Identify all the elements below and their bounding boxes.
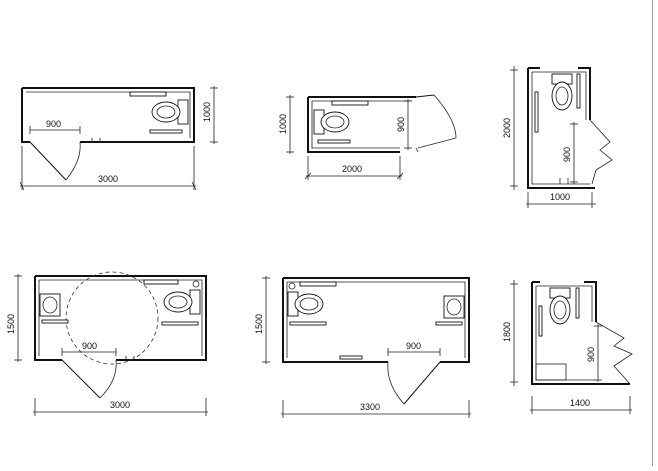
plan-e-width-dim: 3300 bbox=[360, 402, 380, 412]
plan-c-door-swing bbox=[589, 119, 613, 185]
plan-d-rail-right bbox=[161, 321, 199, 326]
plan-e-bench bbox=[339, 355, 363, 360]
plan-c-toilet-icon bbox=[551, 73, 573, 111]
plan-b-width-dim: 2000 bbox=[342, 164, 362, 174]
plan-b-door-swing bbox=[417, 94, 457, 149]
plan-f-toilet-icon bbox=[549, 287, 571, 325]
plan-f-depth-dim: 1800 bbox=[502, 322, 512, 342]
plan-b-rail bbox=[317, 139, 351, 144]
plan-d: 900 1500 3000 bbox=[6, 271, 208, 416]
plan-d-door-dim: 900 bbox=[82, 341, 97, 351]
plan-f-walls bbox=[531, 282, 630, 385]
plan-f-width-dim: 1400 bbox=[570, 398, 590, 408]
plan-d-rail-left bbox=[41, 319, 69, 324]
plan-e-door-dim: 900 bbox=[406, 341, 421, 351]
plan-c-rail bbox=[534, 91, 539, 133]
plan-a-walls bbox=[22, 87, 195, 143]
plan-b-walls bbox=[307, 97, 400, 153]
plan-d-flush-icon bbox=[192, 280, 200, 288]
plan-a-door-swing bbox=[65, 141, 81, 181]
plan-c-walls bbox=[527, 68, 595, 189]
plan-e-depth-dim: 1500 bbox=[254, 314, 264, 334]
plan-c-depth-dim: 2000 bbox=[502, 118, 512, 138]
plan-a: 900 3000 1000 bbox=[19, 86, 218, 191]
plan-e-rail-right bbox=[435, 321, 463, 326]
plan-e-door-swing bbox=[387, 361, 405, 405]
plan-d-turning-circle bbox=[65, 271, 159, 365]
plan-f-basin-counter bbox=[535, 363, 567, 381]
plan-b-grab-bar bbox=[331, 100, 369, 106]
plan-c: 900 2000 1000 bbox=[502, 66, 613, 208]
plan-f: 900 1800 1400 bbox=[502, 280, 633, 414]
plan-b-toilet-icon bbox=[313, 109, 350, 135]
plan-e-toilet-icon bbox=[287, 291, 324, 317]
sheet-edge bbox=[652, 0, 653, 466]
plan-b-depth-dim: 1000 bbox=[278, 114, 288, 134]
plan-d-depth-dim: 1500 bbox=[6, 314, 16, 334]
plan-a-wall-left bbox=[21, 88, 30, 143]
plan-f-rail bbox=[538, 305, 543, 337]
plan-b: 900 1000 2000 bbox=[278, 94, 457, 180]
plan-d-grab-bar bbox=[143, 279, 179, 285]
plan-d-door-swing bbox=[99, 359, 117, 399]
plan-d-toilet-icon bbox=[163, 289, 201, 315]
plan-e-rail-left bbox=[289, 321, 327, 326]
plan-a-grab-bar bbox=[129, 91, 167, 97]
plan-d-width-dim: 3000 bbox=[110, 400, 130, 410]
plan-e-flush-icon bbox=[288, 282, 296, 290]
plan-c-grab-bar bbox=[576, 73, 581, 109]
plan-d-sink-icon bbox=[39, 293, 61, 317]
plan-a-rail bbox=[149, 129, 183, 134]
plan-e-sink-icon bbox=[443, 295, 465, 319]
plan-a-width-dim: 3000 bbox=[98, 174, 118, 184]
plan-c-door-dim: 900 bbox=[562, 147, 572, 162]
plan-f-door-dim: 900 bbox=[586, 347, 596, 362]
plan-f-door-swing bbox=[595, 321, 633, 385]
plan-b-door-dim: 900 bbox=[396, 117, 406, 132]
plan-e-grab-bar bbox=[299, 281, 337, 287]
plan-a-toilet-icon bbox=[151, 99, 189, 125]
plan-e: 900 1500 3300 bbox=[254, 276, 471, 418]
plan-a-depth-dim: 1000 bbox=[202, 102, 212, 122]
plan-c-width-dim: 1000 bbox=[550, 192, 570, 202]
plan-a-door-dim: 900 bbox=[46, 119, 61, 129]
plan-f-grab-bar bbox=[575, 287, 580, 319]
plan-d-walls bbox=[35, 275, 207, 361]
plan-e-walls bbox=[283, 277, 470, 363]
